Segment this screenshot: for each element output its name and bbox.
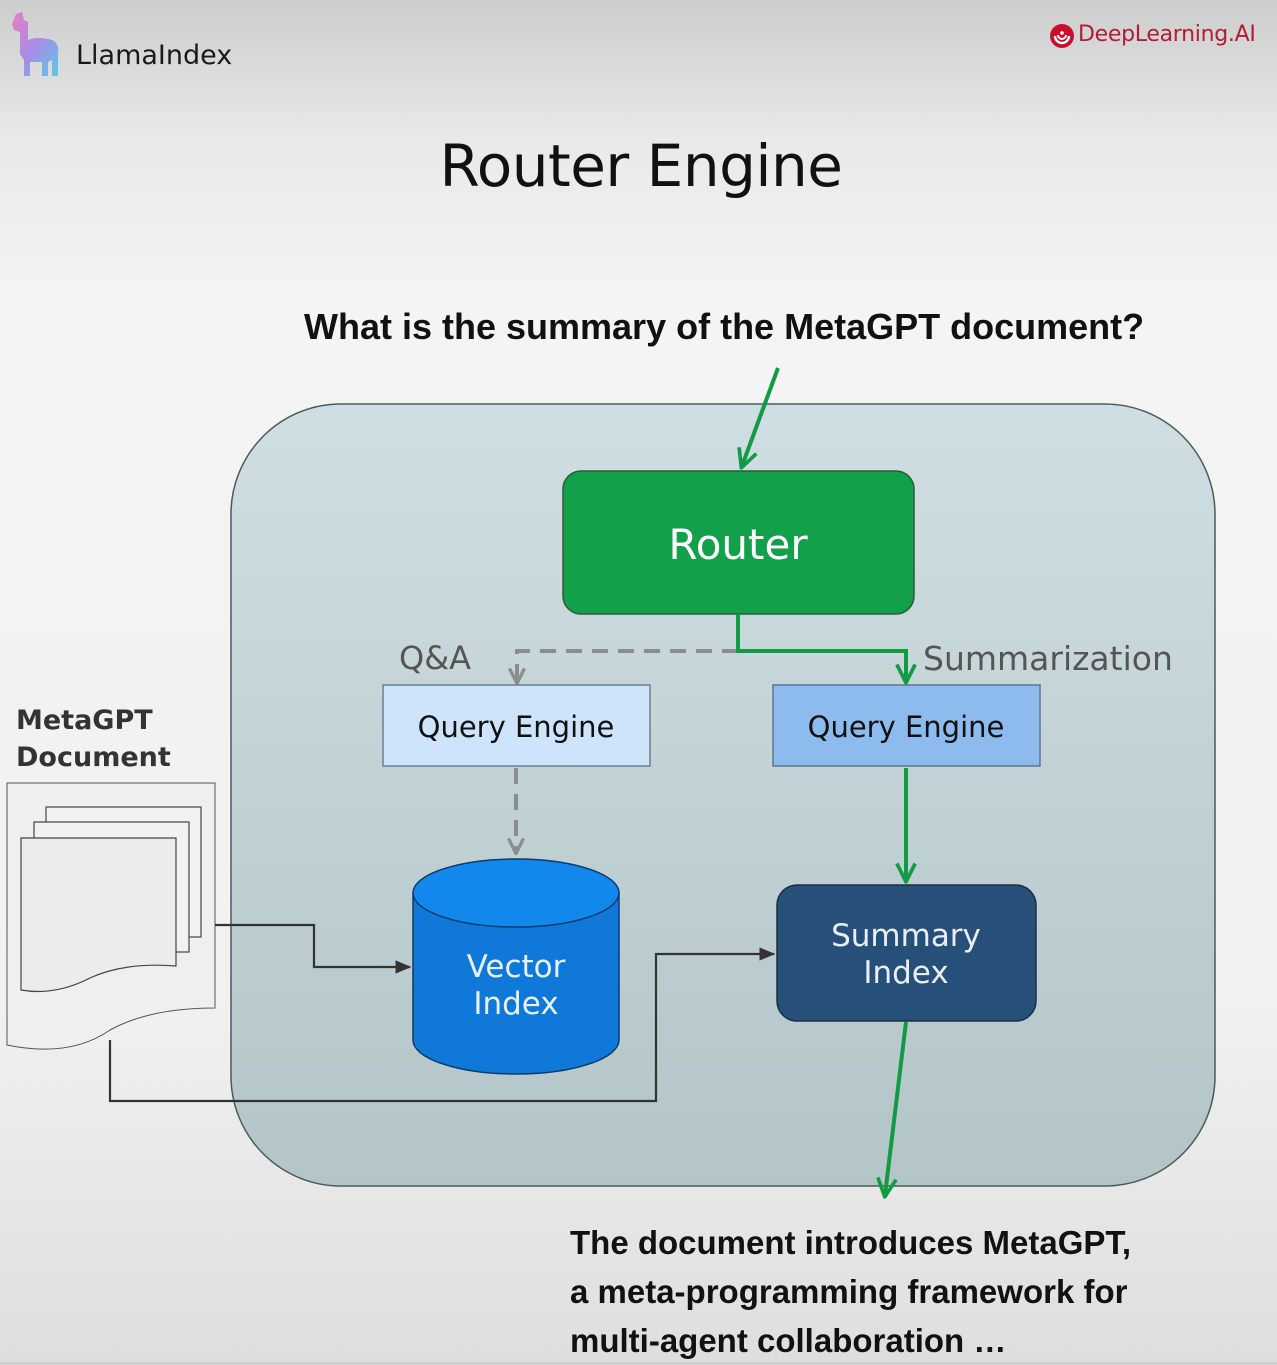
qa-path (517, 649, 738, 682)
document-to-summary-connector (108, 947, 776, 1103)
summary-index-node (776, 884, 1037, 1022)
document-label-line2: Document (16, 742, 171, 773)
slide-title: Router Engine (439, 132, 843, 200)
query-engine-left-label: Query Engine (418, 710, 615, 744)
answer-line-2: a meta-programming framework for (570, 1273, 1128, 1310)
query-arrow (742, 367, 780, 466)
deeplearning-swirl-icon (1050, 24, 1074, 48)
document-to-vector-connector (215, 923, 412, 974)
summary-index-label-line1: Summary (831, 918, 981, 954)
qa-label: Q&A (399, 639, 471, 677)
answer-line-1: The document introduces MetaGPT, (570, 1224, 1132, 1261)
summary-index-label-line2: Index (863, 955, 948, 991)
query-engine-right-label: Query Engine (808, 710, 1005, 744)
document-stack-icon (6, 782, 216, 1050)
partner-logo-text: DeepLearning.AI (1078, 22, 1256, 47)
query-engine-right (772, 684, 1041, 767)
summarization-label: Summarization (923, 639, 1173, 678)
summarization-path (736, 614, 906, 681)
vector-index-cylinder (412, 858, 620, 1075)
answer-line-3: multi-agent collaboration … (570, 1322, 1007, 1359)
vector-index-label-line1: Vector (467, 949, 566, 985)
llama-icon (12, 12, 59, 76)
vector-index-label-line2: Index (473, 986, 558, 1022)
document-label: MetaGPT Document (16, 702, 171, 776)
document-label-line1: MetaGPT (16, 705, 153, 736)
query-text: What is the summary of the MetaGPT docum… (304, 306, 1145, 347)
query-engine-left (382, 684, 651, 767)
answer-arrow (885, 1021, 908, 1195)
answer-text: The document introduces MetaGPT, a meta-… (570, 1218, 1260, 1365)
router-label: Router (668, 520, 808, 569)
brand-logo-text: LlamaIndex (76, 40, 233, 71)
